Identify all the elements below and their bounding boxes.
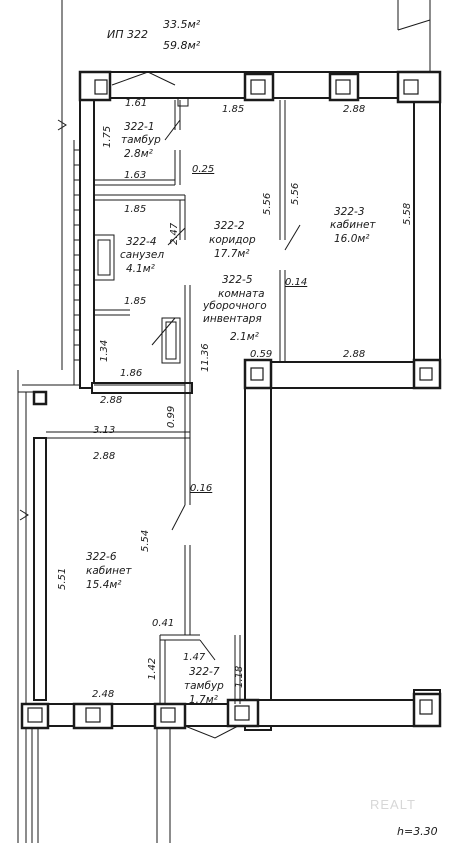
dim-5-51: 5.51: [57, 568, 68, 590]
room-322-5: 322-5 комната уборочного инвентаря 2.1м²: [202, 274, 267, 343]
room-name-line-3: инвентаря: [203, 313, 262, 325]
room-name: коридор: [209, 234, 256, 246]
dim-0-99: 0.99: [166, 406, 177, 428]
room-id: 322-3: [334, 206, 365, 218]
dim-5-54: 5.54: [140, 530, 151, 552]
exterior-lines: [17, 0, 431, 843]
room-322-6: 322-6 кабинет 15.4м²: [86, 551, 132, 591]
dim-1-61: 1.61: [125, 98, 147, 109]
dim-1-18: 1.18: [234, 666, 245, 688]
room-322-3: 322-3 кабинет 16.0м²: [330, 206, 376, 245]
dim-0-25: 0.25: [192, 164, 214, 175]
dim-2-88-lower: 2.88: [93, 451, 115, 462]
dim-0-59: 0.59: [250, 349, 272, 360]
ceiling-height: h=3.30: [397, 825, 438, 838]
dim-1-86: 1.86: [120, 368, 142, 379]
dim-2-88-top: 2.88: [343, 104, 365, 115]
partitions: [46, 71, 301, 739]
room-id: 322-6: [86, 551, 117, 563]
dim-2-88-mid: 2.88: [343, 349, 365, 360]
room-id: 322-5: [222, 274, 253, 286]
dim-11-36: 11.36: [200, 343, 211, 372]
room-id: 322-1: [124, 121, 155, 133]
room-name: кабинет: [330, 219, 376, 231]
dim-1-42: 1.42: [147, 658, 158, 680]
dim-0-16: 0.16: [190, 483, 212, 494]
columns: [20, 70, 442, 730]
dim-5-56-a: 5.56: [262, 193, 273, 215]
room-name: тамбур: [184, 680, 224, 692]
room-id: 322-7: [189, 666, 220, 678]
area-a: 33.5м²: [163, 18, 201, 31]
room-area: 16.0м²: [334, 233, 370, 245]
room-id: 322-4: [126, 236, 157, 248]
room-area: 2.1м²: [230, 331, 260, 343]
dim-1-75: 1.75: [102, 126, 113, 148]
dim-2-48: 2.48: [92, 689, 114, 700]
room-name: санузел: [120, 249, 164, 261]
area-b: 59.8м²: [163, 39, 201, 52]
room-322-1: 322-1 тамбур 2.8м²: [121, 121, 161, 160]
room-name: кабинет: [86, 565, 132, 577]
dim-1-85-mid: 1.85: [124, 204, 146, 215]
dim-3-13: 3.13: [93, 425, 115, 436]
room-322-7: 322-7 тамбур 1.7м²: [184, 666, 224, 706]
dim-1-47: 1.47: [183, 652, 206, 663]
dim-5-58: 5.58: [402, 203, 413, 225]
room-name: тамбур: [121, 134, 161, 146]
unit-label: ИП 322: [107, 28, 148, 41]
walls: [21, 71, 441, 731]
dim-2-47: 2.47: [169, 222, 180, 245]
dim-1-34: 1.34: [99, 340, 110, 362]
dim-0-41: 0.41: [152, 618, 174, 629]
room-id: 322-2: [214, 220, 245, 232]
dim-1-85-low: 1.85: [124, 296, 146, 307]
room-322-4: 322-4 санузел 4.1м²: [120, 236, 164, 275]
room-area: 2.8м²: [124, 148, 154, 160]
room-area: 1.7м²: [189, 694, 219, 706]
dim-1-63: 1.63: [124, 170, 146, 181]
room-area: 17.7м²: [214, 248, 250, 260]
room-name-line-1: комната: [218, 288, 265, 300]
room-322-2: 322-2 коридор 17.7м²: [209, 220, 256, 260]
watermark: REALT: [370, 797, 416, 812]
room-name-line-2: уборочного: [202, 300, 267, 312]
dim-5-56-b: 5.56: [290, 183, 301, 205]
dim-1-85-top: 1.85: [222, 104, 244, 115]
room-area: 15.4м²: [86, 579, 122, 591]
room-area: 4.1м²: [126, 263, 156, 275]
dim-2-88-left: 2.88: [100, 395, 122, 406]
dim-0-14: 0.14: [285, 277, 307, 288]
